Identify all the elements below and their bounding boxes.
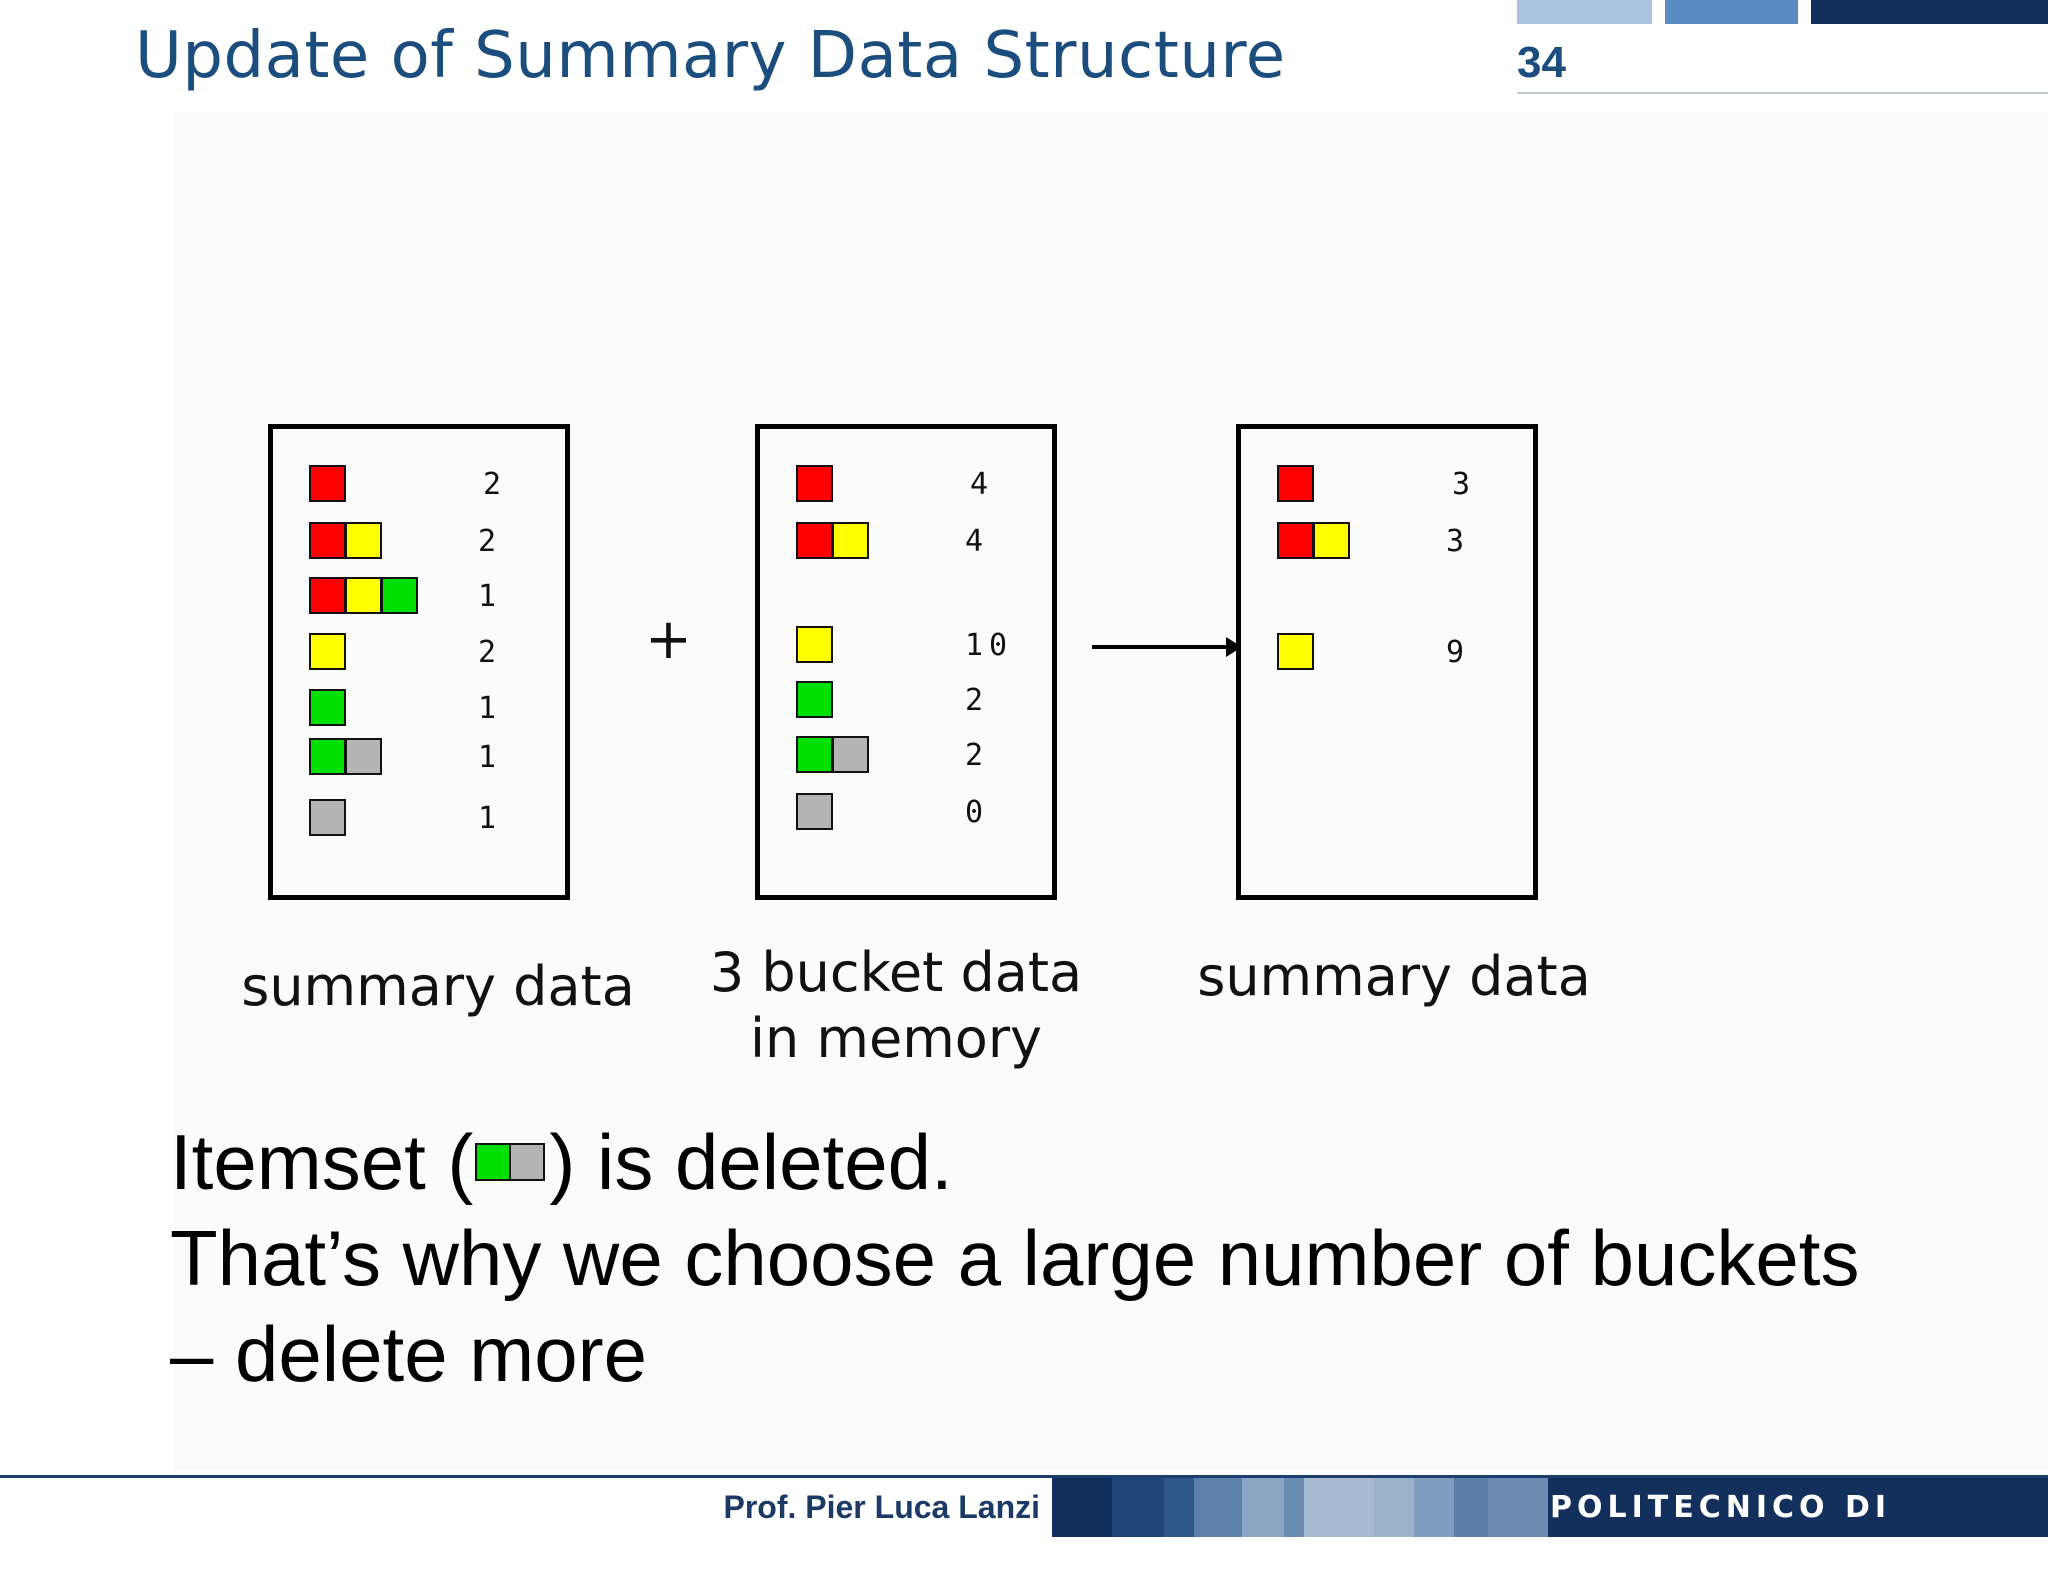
body-line-3: – delete more [170, 1310, 647, 1398]
count-value: 1 [478, 691, 503, 726]
item-square-green [475, 1143, 512, 1182]
count-value: 10 [965, 628, 1014, 663]
count-value: 3 [1452, 467, 1477, 502]
page-number: 34 [1517, 38, 1566, 87]
count-value: 2 [478, 635, 503, 670]
itemset-row: 3 [1241, 522, 1533, 562]
item-square-yellow [796, 626, 833, 663]
itemset-row: 1 [273, 799, 565, 839]
count-value: 2 [478, 524, 503, 559]
count-value: 4 [970, 467, 995, 502]
itemset-row: 2 [760, 681, 1052, 721]
count-value: 2 [483, 467, 508, 502]
item-square-gray [832, 736, 869, 773]
body-line-2: That’s why we choose a large number of b… [170, 1214, 1860, 1302]
body-text: Itemset ( ) is deleted. That’s why we cho… [170, 1114, 2020, 1402]
footer-author: Prof. Pier Luca Lanzi [723, 1489, 1040, 1525]
itemset-row: 2 [760, 736, 1052, 776]
count-value: 1 [478, 801, 503, 836]
item-square-red [309, 577, 346, 614]
item-square-yellow [832, 522, 869, 559]
itemset-row: 0 [760, 793, 1052, 833]
footer-band [1052, 1478, 2048, 1537]
body-line-1-suffix: ) is deleted. [549, 1118, 953, 1206]
itemset-row: 1 [273, 738, 565, 778]
itemset-row: 2 [273, 633, 565, 673]
footer-band-segment [1454, 1478, 1488, 1537]
count-value: 2 [965, 738, 990, 773]
caption-bucket-data: 3 bucket data in memory [709, 941, 1083, 1070]
itemset-row: 4 [760, 465, 1052, 505]
count-value: 1 [478, 579, 503, 614]
item-square-red [1277, 522, 1314, 559]
count-value: 9 [1446, 635, 1471, 670]
summary-data-panel-before: 2 2 1 2 1 1 1 [268, 424, 570, 900]
count-value: 0 [965, 795, 990, 830]
caption-summary-before: summary data [241, 955, 635, 1018]
footer-band-segment [1414, 1478, 1454, 1537]
item-square-gray [509, 1143, 546, 1182]
itemset-row: 10 [760, 626, 1052, 666]
itemset-row: 1 [273, 577, 565, 617]
item-square-red [309, 465, 346, 502]
count-value: 1 [478, 740, 503, 775]
itemset-row: 2 [273, 522, 565, 562]
arrow-shaft [1092, 645, 1230, 649]
body-line-1: Itemset ( ) is deleted. [170, 1114, 2020, 1210]
item-square-gray [309, 799, 346, 836]
deleted-itemset-icon [475, 1143, 547, 1182]
header-decor-block-2 [1665, 0, 1798, 24]
item-square-green [796, 736, 833, 773]
footer-band-segment [1112, 1478, 1164, 1537]
footer-band-segment [1242, 1478, 1284, 1537]
footer-band-segment [1304, 1478, 1374, 1537]
item-square-gray [345, 738, 382, 775]
footer-band-segment [1194, 1478, 1242, 1537]
header-divider [1517, 92, 2048, 94]
item-square-green [381, 577, 418, 614]
header-decor-block-3 [1811, 0, 2048, 24]
caption-summary-after: summary data [1197, 945, 1591, 1008]
item-square-yellow [309, 633, 346, 670]
item-square-green [309, 738, 346, 775]
body-line-1-prefix: Itemset ( [170, 1118, 474, 1206]
itemset-row: 2 [273, 465, 565, 505]
count-value: 4 [965, 524, 990, 559]
footer-band-segment [1374, 1478, 1414, 1537]
item-square-yellow [345, 577, 382, 614]
plus-operator: + [645, 607, 692, 672]
footer-band-segment [1164, 1478, 1194, 1537]
footer-divider [0, 1475, 2048, 1478]
count-value: 2 [965, 683, 990, 718]
item-square-gray [796, 793, 833, 830]
item-square-red [796, 465, 833, 502]
itemset-row: 3 [1241, 465, 1533, 505]
itemset-row: 9 [1241, 633, 1533, 673]
footer-band-segment [1284, 1478, 1304, 1537]
bucket-data-panel: 4 4 10 2 2 0 [755, 424, 1057, 900]
itemset-row: 4 [760, 522, 1052, 562]
footer-institution-logo: POLITECNICO DI MILANO [1550, 1490, 1892, 1584]
slide-title: Update of Summary Data Structure [135, 19, 1286, 93]
item-square-red [309, 522, 346, 559]
item-square-red [796, 522, 833, 559]
item-square-red [1277, 465, 1314, 502]
itemset-row: 1 [273, 689, 565, 729]
count-value: 3 [1446, 524, 1471, 559]
header-decor-block-1 [1517, 0, 1652, 24]
item-square-yellow [345, 522, 382, 559]
item-square-yellow [1277, 633, 1314, 670]
item-square-green [796, 681, 833, 718]
summary-data-panel-after: 3 3 9 [1236, 424, 1538, 900]
item-square-green [309, 689, 346, 726]
footer-band-segment [1488, 1478, 1548, 1537]
item-square-yellow [1313, 522, 1350, 559]
